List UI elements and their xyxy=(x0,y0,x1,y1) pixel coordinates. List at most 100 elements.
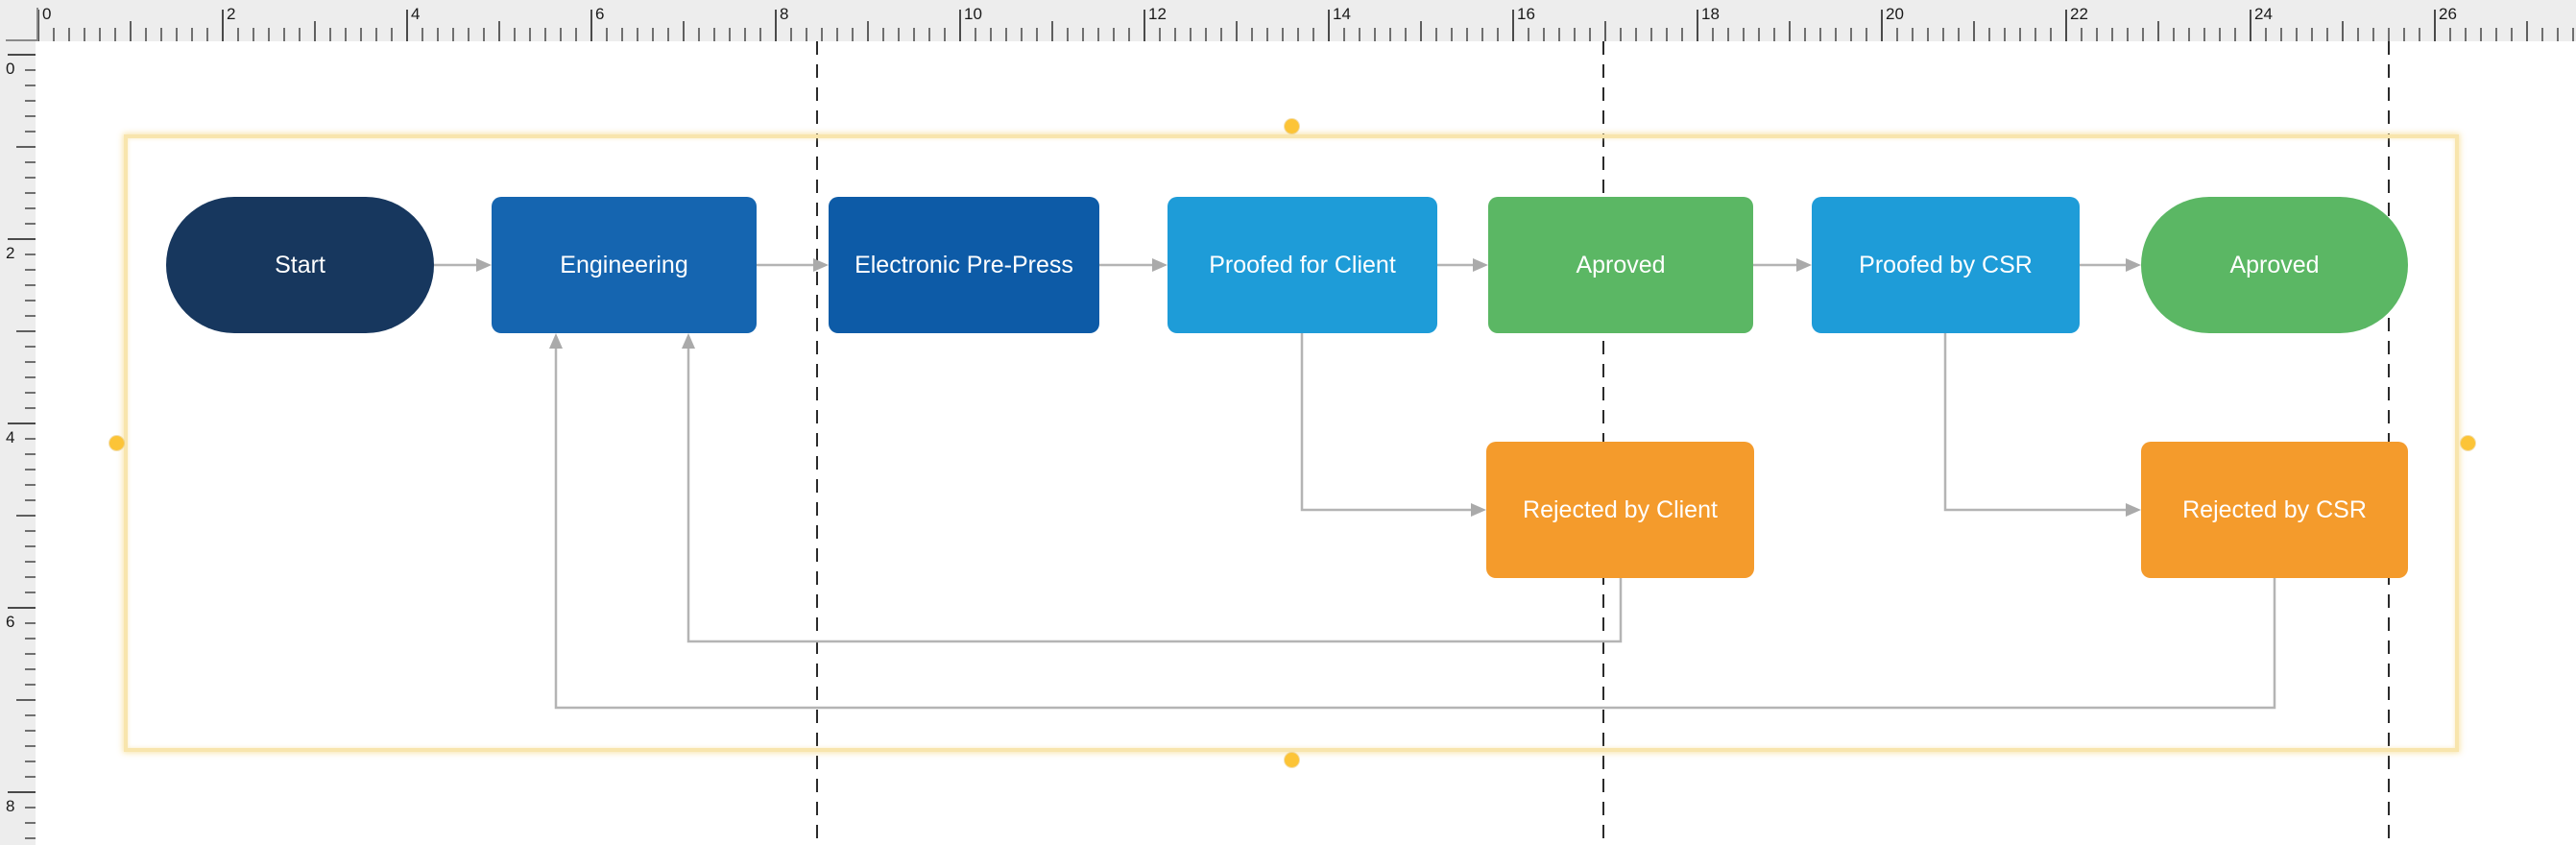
ruler-tick xyxy=(2526,21,2528,41)
flow-node-rejected-by-csr[interactable]: Rejected by CSR xyxy=(2141,442,2408,578)
selection-handle-right[interactable] xyxy=(2460,436,2475,450)
ruler-tick xyxy=(2326,28,2328,41)
selection-handle-left[interactable] xyxy=(108,436,124,450)
ruler-tick xyxy=(1343,28,1345,41)
ruler-tick xyxy=(1067,28,1069,41)
ruler-tick xyxy=(1128,28,1130,41)
flow-node-rejected-by-client[interactable]: Rejected by Client xyxy=(1486,442,1754,578)
ruler-label: 8 xyxy=(780,5,789,23)
ruler-tick xyxy=(406,10,408,41)
ruler-tick xyxy=(8,422,36,424)
ruler-tick xyxy=(1973,21,1975,41)
ruler-tick xyxy=(16,699,36,701)
flow-node-start[interactable]: Start xyxy=(166,197,434,333)
ruler-tick xyxy=(1082,28,1084,41)
ruler-label: 6 xyxy=(6,613,15,631)
ruler-tick xyxy=(421,28,423,41)
ruler-tick xyxy=(1635,28,1637,41)
ruler-tick xyxy=(2173,28,2175,41)
connector-arrowhead xyxy=(1796,258,1812,272)
connector-arrowhead xyxy=(1471,503,1486,517)
connector-rejected-by-client-to-engineering[interactable] xyxy=(686,349,1623,643)
ruler-tick xyxy=(25,684,36,686)
ruler-tick xyxy=(268,28,270,41)
ruler-tick xyxy=(1420,21,1422,41)
ruler-tick xyxy=(1866,28,1867,41)
selection-handle-bottom[interactable] xyxy=(1284,752,1299,767)
flow-node-electronic-pre-press[interactable]: Electronic Pre-Press xyxy=(829,197,1099,333)
ruler-tick xyxy=(25,545,36,547)
ruler-tick xyxy=(8,54,36,56)
ruler-tick xyxy=(1159,28,1161,41)
ruler-tick xyxy=(25,131,36,133)
ruler-tick xyxy=(468,28,469,41)
ruler-tick xyxy=(345,28,347,41)
ruler-tick xyxy=(1743,28,1745,41)
ruler-tick xyxy=(575,28,577,41)
ruler-tick xyxy=(590,10,592,41)
ruler-tick xyxy=(2203,28,2205,41)
ruler-tick xyxy=(8,238,36,240)
ruler-tick xyxy=(1727,28,1729,41)
node-label: Rejected by Client xyxy=(1523,495,1718,523)
ruler-tick xyxy=(1927,28,1929,41)
ruler-tick xyxy=(25,499,36,501)
ruler-tick xyxy=(2219,28,2221,41)
flow-node-proofed-by-csr[interactable]: Proofed by CSR xyxy=(1812,197,2080,333)
ruler-tick xyxy=(2572,28,2574,41)
selection-handle-top[interactable] xyxy=(1284,118,1299,133)
ruler-tick xyxy=(1804,28,1806,41)
flow-node-aproved-2[interactable]: Aproved xyxy=(2141,197,2408,333)
ruler-label: 12 xyxy=(1148,5,1167,23)
ruler-label: 10 xyxy=(964,5,982,23)
ruler-tick xyxy=(25,192,36,194)
ruler-tick xyxy=(2372,28,2374,41)
ruler-tick xyxy=(1144,10,1145,41)
ruler-tick xyxy=(2019,28,2021,41)
node-label: Electronic Pre-Press xyxy=(855,251,1073,278)
flow-node-aproved-1[interactable]: Aproved xyxy=(1488,197,1753,333)
ruler-tick xyxy=(1988,28,1990,41)
ruler-tick xyxy=(25,837,36,839)
ruler-label: 8 xyxy=(6,797,15,815)
ruler-tick xyxy=(2557,28,2559,41)
connector-rejected-by-csr-to-engineering[interactable] xyxy=(554,349,2276,710)
ruler-tick xyxy=(160,28,162,41)
selection-box[interactable] xyxy=(124,134,2459,752)
ruler-tick xyxy=(2465,28,2467,41)
connector-proofed-for-client-to-rejected-by-client[interactable] xyxy=(1300,333,1471,512)
ruler-label: 18 xyxy=(1701,5,1720,23)
ruler-tick xyxy=(529,28,531,41)
ruler-tick xyxy=(2157,21,2159,41)
ruler-tick xyxy=(1481,28,1483,41)
ruler-tick xyxy=(1297,28,1299,41)
connector-proofed-by-csr-to-rejected-by-csr[interactable] xyxy=(1943,333,2126,512)
connector-arrowhead xyxy=(2126,503,2141,517)
ruler-tick xyxy=(1374,28,1376,41)
ruler-tick xyxy=(2142,28,2144,41)
ruler-tick xyxy=(16,146,36,148)
ruler-tick xyxy=(2265,28,2267,41)
ruler-tick xyxy=(16,330,36,332)
ruler-tick xyxy=(25,392,36,394)
ruler-label: 4 xyxy=(411,5,421,23)
ruler-tick xyxy=(222,10,224,41)
ruler-tick xyxy=(437,28,439,41)
ruler-tick xyxy=(1005,28,1007,41)
connector-arrowhead xyxy=(476,258,492,272)
ruler-tick xyxy=(452,28,454,41)
ruler-tick xyxy=(237,28,239,41)
ruler-tick xyxy=(1405,28,1407,41)
flow-node-proofed-for-client[interactable]: Proofed for Client xyxy=(1168,197,1437,333)
ruler-tick xyxy=(928,28,930,41)
ruler-tick xyxy=(1021,28,1023,41)
ruler-tick xyxy=(16,515,36,517)
ruler-tick xyxy=(360,28,362,41)
ruler-tick xyxy=(25,776,36,778)
flow-node-engineering[interactable]: Engineering xyxy=(492,197,757,333)
ruler-tick xyxy=(790,28,792,41)
